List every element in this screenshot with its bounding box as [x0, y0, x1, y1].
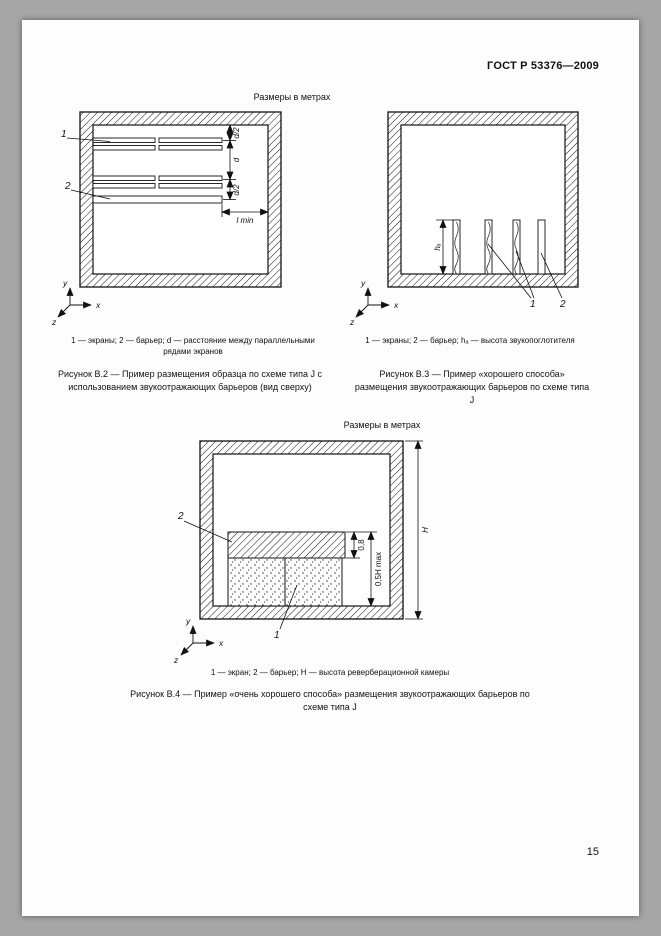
- chamber-walls-side-view: [387, 111, 579, 288]
- screen-row-1: [92, 137, 223, 151]
- callout-1-leader: [279, 584, 298, 630]
- axis-z-label: z: [51, 317, 57, 327]
- axis-y-label: y: [62, 278, 68, 288]
- coordinate-axes: [57, 287, 92, 318]
- coordinate-axes: [180, 625, 215, 656]
- document-number-header: ГОСТ Р 53376—2009: [487, 60, 599, 72]
- figure-b4-legend: 1 — экран; 2 — барьер; Н — высота реверб…: [210, 668, 450, 677]
- callout-1-leader: [66, 137, 111, 142]
- dimension-ha: [436, 219, 453, 275]
- axis-y-label: y: [185, 616, 191, 626]
- dim-label-05h-max: 0,5H max: [374, 552, 383, 586]
- page-number: 15: [586, 846, 599, 858]
- axis-x-label: x: [218, 638, 224, 648]
- axis-z-arrow: [180, 642, 194, 656]
- callout-2-leader: [70, 189, 111, 200]
- callout-2-label: 2: [559, 299, 566, 310]
- figure-b4-caption: Рисунок В.4 — Пример «очень хорошего спо…: [130, 689, 530, 713]
- figure-b2-legend: 1 — экраны; 2 — барьер; d — расстояние м…: [71, 336, 315, 356]
- callout-2-leader: [183, 520, 233, 543]
- dimension-chain-d: [223, 124, 236, 201]
- gost-document-page: ГОСТ Р 53376—2009 Размеры в метрах: [22, 20, 639, 916]
- axis-z-label: z: [173, 655, 179, 665]
- dim-label-h: H: [421, 527, 430, 533]
- axis-x-label: x: [393, 300, 399, 310]
- dim-label-d2-top: d/2: [232, 127, 241, 139]
- dim-label-d2-bottom: d/2: [232, 184, 241, 196]
- figure-b2-caption: Рисунок В.2 — Пример размещения образца …: [58, 369, 322, 393]
- axis-x-label: x: [95, 300, 101, 310]
- dim-label-ha: hₐ: [433, 243, 442, 250]
- vertical-barrier: [537, 219, 546, 275]
- callout-1-label: 1: [61, 129, 67, 140]
- figure-b3-caption: Рисунок В.3 — Пример «хорошего способа» …: [354, 369, 590, 406]
- stippled-screen-blocks: [227, 557, 343, 607]
- callout-1-label: 1: [274, 630, 280, 641]
- dimension-l-min: [221, 204, 269, 217]
- callout-2-leader: [540, 252, 563, 299]
- figure-b4-diagram: 0,8 0,5H max H 2 1 y x z: [173, 440, 430, 665]
- axis-z-label: z: [349, 317, 355, 327]
- units-note-middle: Размеры в метрах: [343, 420, 421, 430]
- coordinate-axes: [355, 287, 390, 318]
- callout-2-label: 2: [177, 511, 184, 522]
- figure-b2-diagram: d/2 d d/2 l min 1 2 y x z: [51, 111, 282, 327]
- dim-label-0-8: 0,8: [357, 539, 366, 551]
- dim-label-d: d: [232, 157, 241, 162]
- vertical-screens: [452, 219, 521, 275]
- axis-y-label: y: [360, 278, 366, 288]
- callout-2-label: 2: [64, 181, 71, 192]
- units-note-top: Размеры в метрах: [253, 92, 331, 102]
- axis-z-arrow: [57, 304, 71, 318]
- screen-row-2: [92, 175, 223, 189]
- hatched-barrier-block: [227, 531, 346, 559]
- dim-label-l-min: l min: [237, 216, 254, 225]
- figure-b3-legend: 1 — экраны; 2 — барьер; hₐ — высота звук…: [365, 336, 575, 345]
- figure-b3-diagram: hₐ 1 2 y x z: [349, 111, 579, 327]
- barrier-bar: [92, 195, 223, 204]
- callout-1-label: 1: [530, 299, 536, 310]
- axis-z-arrow: [355, 304, 369, 318]
- callout-1-leader: [487, 243, 532, 299]
- callout-1-leader-b: [515, 250, 535, 299]
- dimension-h: [405, 440, 423, 620]
